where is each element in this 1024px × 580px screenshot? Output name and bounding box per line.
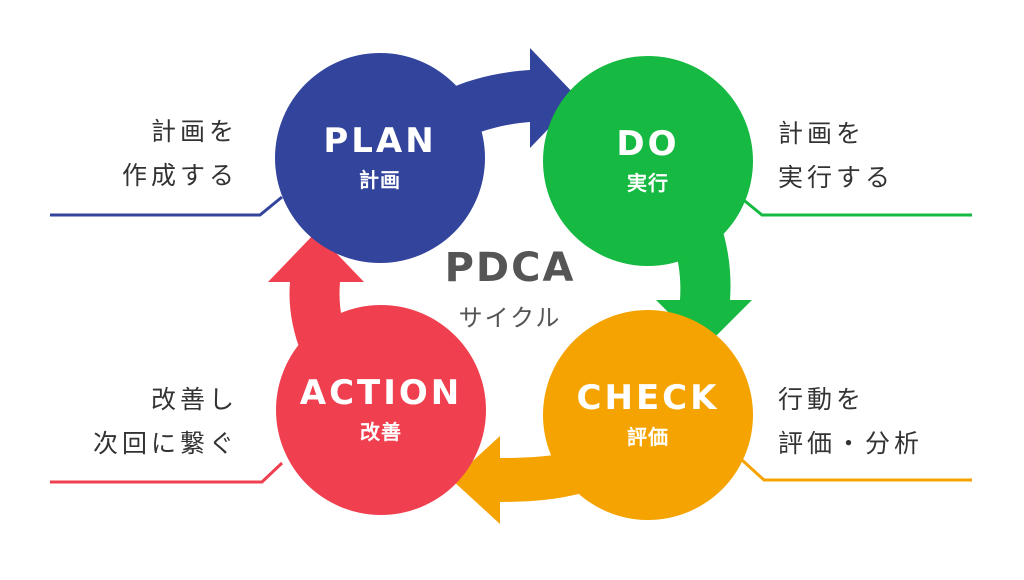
check-description-line: 行動を [778, 385, 866, 414]
check-label-ja: 評価 [627, 425, 669, 450]
check-label: CHECK [576, 377, 720, 418]
action-description-line: 改善し [150, 385, 238, 414]
do-description: 計画を 実行する [778, 112, 894, 200]
do-description-line: 実行する [778, 163, 895, 192]
action-description: 改善し 次回に繋ぐ [93, 378, 238, 466]
plan-description-line: 計画を [150, 117, 238, 146]
action-label-ja: 改善 [360, 420, 402, 445]
plan-description: 計画を 作成する [122, 110, 238, 198]
action-label: ACTION [299, 372, 463, 413]
do-description-line: 計画を [778, 119, 866, 148]
center-title: PDCA [444, 245, 576, 291]
action-description-line: 次回に繋ぐ [92, 429, 238, 458]
do-circle: DO 実行 [543, 56, 753, 266]
center-subtitle: サイクル [458, 304, 562, 332]
do-label-ja: 実行 [627, 171, 669, 196]
plan-label-ja: 計画 [359, 168, 401, 193]
do-leader-line [739, 195, 972, 217]
check-circle: CHECK 評価 [543, 310, 753, 520]
check-leader-line [740, 458, 972, 482]
plan-label: PLAN [323, 120, 437, 161]
action-leader-line [50, 461, 284, 484]
action-circle: ACTION 改善 [276, 305, 486, 515]
plan-circle: PLAN 計画 [275, 53, 485, 263]
check-description-line: 評価・分析 [778, 429, 924, 458]
plan-description-line: 作成する [121, 161, 238, 190]
check-description: 行動を 評価・分析 [778, 378, 923, 466]
do-label: DO [616, 123, 680, 164]
plan-leader-line [50, 195, 283, 217]
